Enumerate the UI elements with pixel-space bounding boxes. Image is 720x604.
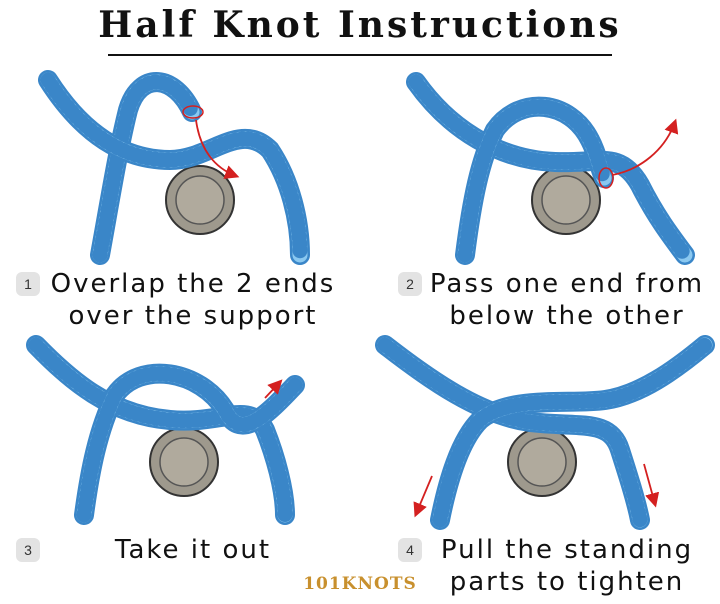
step-2-illustration	[406, 72, 695, 265]
rope	[406, 72, 695, 265]
step-2-caption-line2: below the other	[449, 301, 685, 331]
brand-logo: 101KNOTS	[303, 574, 417, 594]
support-post	[531, 165, 601, 235]
step-1-badge: 1	[16, 272, 40, 296]
page-title: Half Knot Instructions	[98, 4, 622, 46]
rope	[38, 70, 310, 265]
step-2-caption-line1: Pass one end from	[429, 269, 705, 299]
step-1-caption: Overlap the 2 ends over the support	[48, 268, 338, 332]
rope	[375, 335, 715, 530]
support-post	[507, 427, 577, 497]
support-post	[165, 165, 235, 235]
step-4-caption-line2: parts to tighten	[449, 567, 685, 597]
direction-arrow	[195, 119, 240, 179]
rope-end-marker	[598, 167, 614, 189]
step-2-badge: 2	[398, 272, 422, 296]
rope	[26, 335, 305, 525]
direction-arrow	[643, 463, 660, 508]
step-1-caption-line2: over the support	[68, 301, 318, 331]
step-1-illustration	[38, 70, 310, 265]
step-1-caption-line1: Overlap the 2 ends	[50, 269, 336, 299]
step-3-caption: Take it out	[48, 534, 338, 566]
direction-arrow	[413, 475, 433, 518]
step-3-illustration	[26, 335, 305, 525]
step-4-badge: 4	[398, 538, 422, 562]
step-3-caption-line1: Take it out	[114, 535, 272, 565]
direction-arrow	[611, 118, 679, 176]
step-4-illustration	[375, 335, 715, 530]
step-2-caption: Pass one end from below the other	[426, 268, 708, 332]
step-3-badge: 3	[16, 538, 40, 562]
step-4-caption: Pull the standing parts to tighten	[426, 534, 708, 598]
support-post	[149, 427, 219, 497]
title-underline	[108, 54, 612, 56]
direction-arrow	[264, 379, 283, 399]
rope-end-marker	[182, 105, 204, 119]
step-4-caption-line1: Pull the standing	[440, 535, 694, 565]
